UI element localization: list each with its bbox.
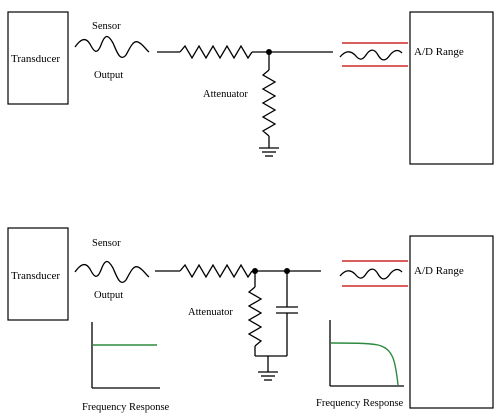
top-shunt-resistor (261, 69, 277, 137)
top-attenuator-label: Attenuator (203, 89, 248, 100)
bottom-circuit: Transducer Sensor Output Attenuator A (7, 227, 494, 413)
capacitor-icon (276, 306, 298, 314)
top-transducer-box (7, 11, 69, 105)
frequency-response-flat-plot (91, 322, 160, 389)
top-transducer-label: Transducer (11, 53, 60, 65)
freq-right-curve (330, 342, 399, 386)
bottom-attenuated-waveform (339, 268, 403, 280)
bottom-transducer-box (7, 227, 69, 321)
top-ad-converter-box (409, 11, 494, 165)
top-ad-range-label: A/D Range (414, 46, 464, 58)
frequency-response-lowpass-plot (329, 320, 404, 387)
bottom-transducer-label: Transducer (11, 270, 60, 282)
bottom-ad-converter-box (409, 235, 494, 409)
top-ground-icon (259, 147, 279, 157)
bottom-output-label: Output (94, 290, 123, 301)
top-circuit: Transducer Sensor Output Attenuator A/D … (7, 11, 494, 165)
top-output-label: Output (94, 70, 123, 81)
top-sensor-waveform (74, 35, 150, 58)
bottom-ad-range-label: A/D Range (414, 265, 464, 277)
bottom-series-resistor (179, 263, 253, 279)
bottom-ground-icon (258, 371, 278, 381)
frequency-response-right-label: Frequency Response (316, 398, 404, 409)
bottom-sensor-label: Sensor (92, 238, 121, 249)
top-series-resistor (179, 44, 253, 60)
bottom-shunt-resistor (247, 286, 263, 347)
bottom-sensor-waveform (74, 260, 150, 283)
top-attenuated-waveform (339, 49, 403, 61)
frequency-response-left-label: Frequency Response (82, 402, 170, 413)
bottom-attenuator-label: Attenuator (188, 307, 233, 318)
top-sensor-label: Sensor (92, 21, 121, 32)
